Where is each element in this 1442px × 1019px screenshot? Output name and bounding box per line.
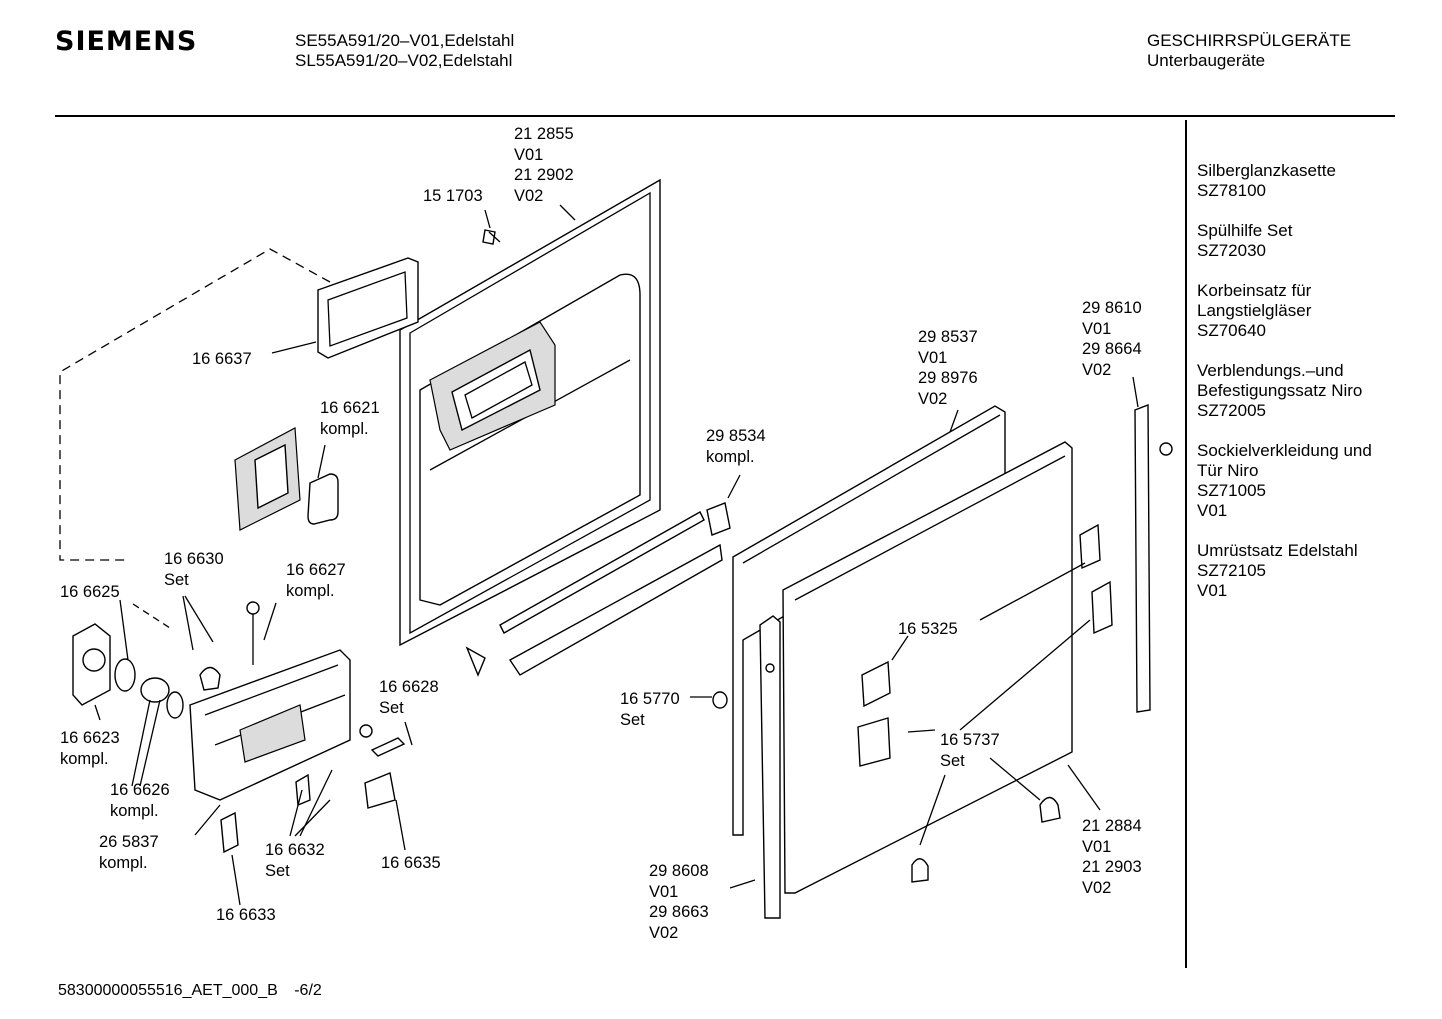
model-line-1: SE55A591/20–V01,Edelstahl: [295, 31, 515, 50]
accessory-line: SZ72105: [1197, 561, 1266, 580]
brand-logo: SIEMENS: [55, 26, 198, 57]
accessory-line: Silberglanzkasette: [1197, 161, 1336, 180]
category-info: GESCHIRRSPÜLGERÄTE Unterbaugeräte: [1147, 31, 1351, 71]
accessory-line: SZ78100: [1197, 181, 1266, 200]
front-panel-part: [72, 623, 184, 719]
seal-frame-part: [317, 257, 419, 359]
dashed-leader: [132, 603, 171, 629]
lid-part: [234, 427, 339, 531]
doc-id: 58300000055516_AET_000_B: [58, 982, 278, 999]
accessory-line: Befestigungssatz Niro: [1197, 381, 1363, 400]
control-module-part: [189, 649, 351, 801]
dashed-group-outline: [59, 248, 331, 561]
accessory-line: Sockielverkleidung und: [1197, 441, 1372, 460]
part-label-166633: 16 6633: [216, 906, 276, 924]
accessory-line: SZ71005: [1197, 481, 1266, 500]
sidebar-divider: [1185, 120, 1187, 968]
accessory-line: Spülhilfe Set: [1197, 221, 1293, 240]
part-label-166625: 16 6625: [60, 583, 120, 601]
part-label-151703: 15 1703: [423, 187, 483, 205]
category-line-1: GESCHIRRSPÜLGERÄTE: [1147, 31, 1352, 50]
accessory-line: V01: [1197, 501, 1228, 520]
part-label-165325: 16 5325: [898, 620, 958, 638]
side-strip-part: [759, 403, 1151, 919]
part-label-166637: 16 6637: [192, 350, 252, 368]
leader-lines: [94, 204, 1139, 906]
accessory-line: V01: [1197, 581, 1228, 600]
header-rule: [55, 115, 1395, 117]
accessory-line: SZ72030: [1197, 241, 1266, 260]
part-label-166635: 16 6635: [381, 854, 441, 872]
small-parts: [199, 601, 406, 854]
bottom-strip-part: [465, 502, 731, 677]
accessory-line: Korbeinsatz für: [1197, 281, 1312, 300]
accessory-line: Umrüstsatz Edelstahl: [1197, 541, 1358, 560]
accessory-line: SZ70640: [1197, 321, 1266, 340]
screw-part: [482, 229, 501, 245]
decor-panel-part: [782, 441, 1073, 894]
footer: 58300000055516_AET_000_B -6/2: [58, 982, 322, 1000]
accessory-line: SZ72005: [1197, 401, 1266, 420]
model-line-2: SL55A591/20–V02,Edelstahl: [295, 51, 513, 70]
model-info: SE55A591/20–V01,Edelstahl SL55A591/20–V0…: [295, 31, 514, 71]
accessory-line: Tür Niro: [1197, 461, 1259, 480]
accessory-line: Langstielgläser: [1197, 301, 1312, 320]
page-number: -6/2: [294, 982, 322, 999]
inner-door-panel: [399, 178, 661, 647]
hinge-brackets: [712, 442, 1173, 883]
accessory-line: Verblendungs.–und: [1197, 361, 1344, 380]
category-line-2: Unterbaugeräte: [1147, 51, 1266, 70]
